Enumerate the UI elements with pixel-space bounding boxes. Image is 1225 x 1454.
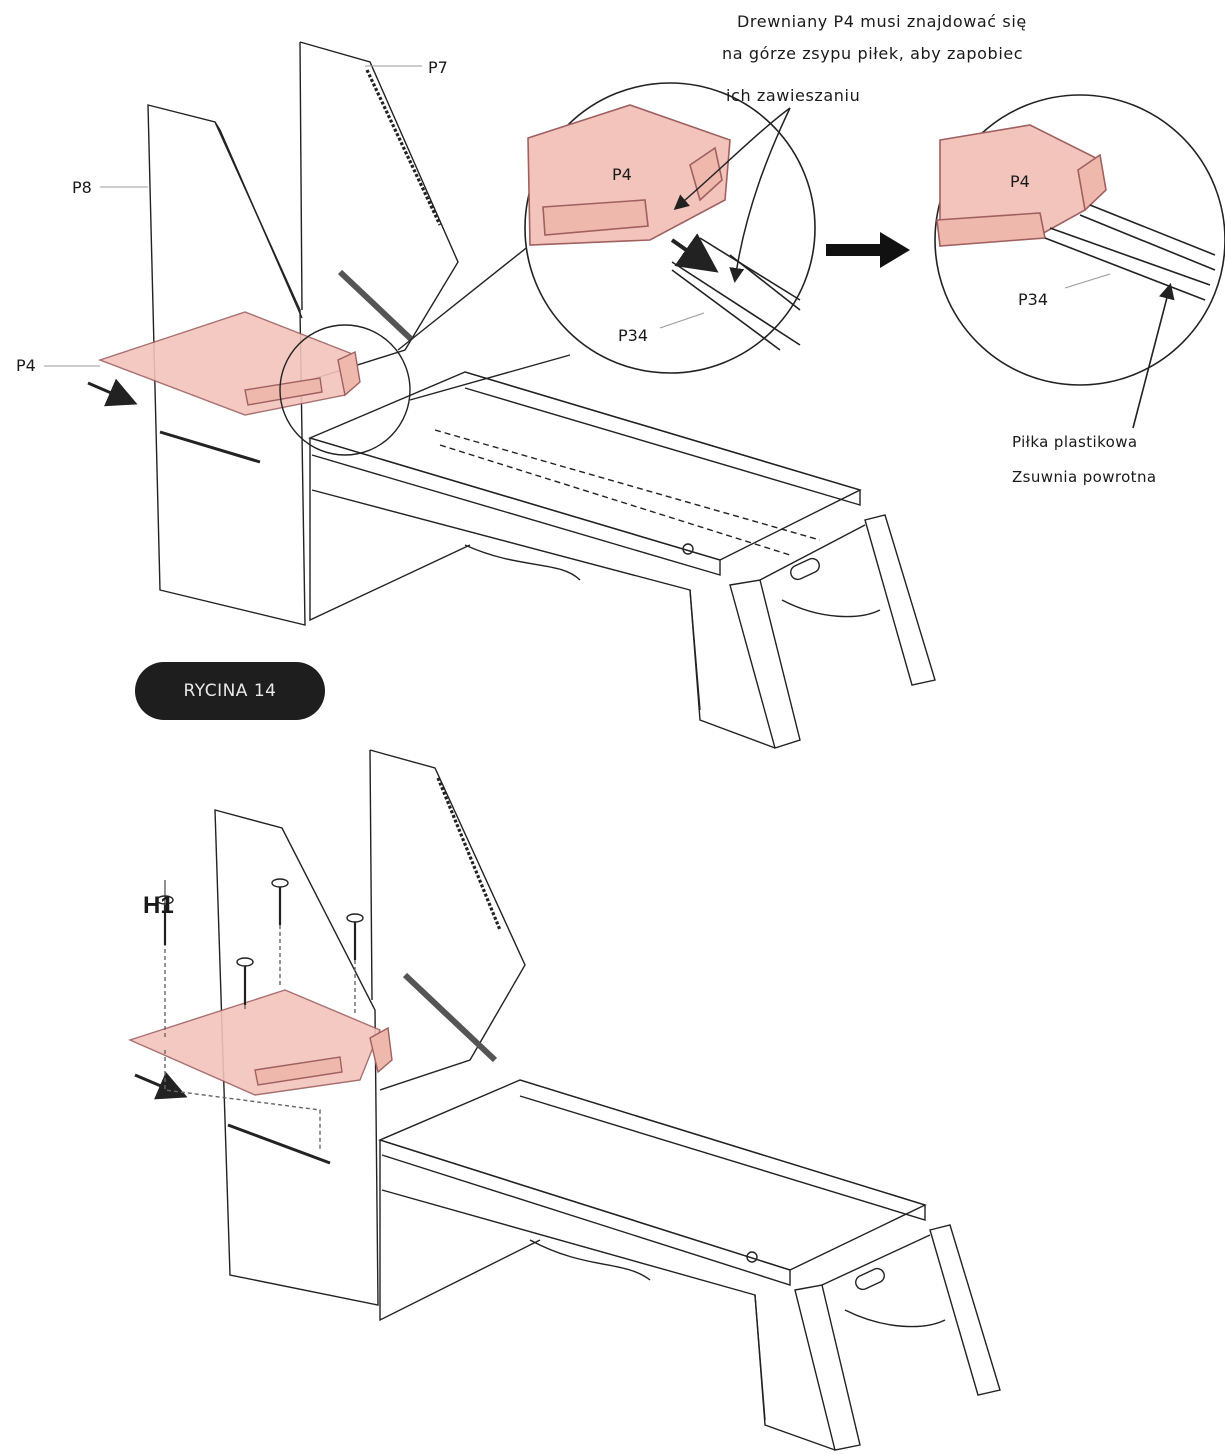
zoom-source-circle — [279, 324, 411, 456]
top-assembly — [44, 41, 936, 749]
label-p34-result: P34 — [1018, 290, 1049, 309]
label-p4: P4 — [16, 356, 36, 375]
note-arrows — [673, 107, 791, 283]
label-p34-zoom: P34 — [618, 326, 649, 345]
bench-leg-back — [864, 514, 936, 686]
label-h1: H1 — [143, 892, 174, 919]
bench-leg-front — [729, 579, 801, 749]
p7-panel — [299, 41, 459, 381]
zoom-circle-detail — [524, 82, 816, 374]
note-line-1: Drewniany P4 musi znajdować się — [737, 12, 1027, 31]
label-ball: Piłka plastikowa — [1012, 433, 1138, 451]
label-p7: P7 — [428, 58, 448, 77]
label-chute: Zsuwnia powrotna — [1012, 468, 1157, 486]
note-line-2: na górze zsypu piłek, aby zapobiec — [722, 44, 1024, 63]
transition-arrow — [826, 232, 910, 268]
figure-label-badge: RYCINA 14 — [135, 662, 325, 720]
label-p8: P8 — [72, 178, 92, 197]
label-p4-result: P4 — [1010, 172, 1030, 191]
result-circle — [934, 94, 1225, 429]
bottom-assembly — [128, 749, 1001, 1451]
note-line-3: ich zawieszaniu — [726, 86, 861, 105]
label-p4-zoom: P4 — [612, 165, 632, 184]
